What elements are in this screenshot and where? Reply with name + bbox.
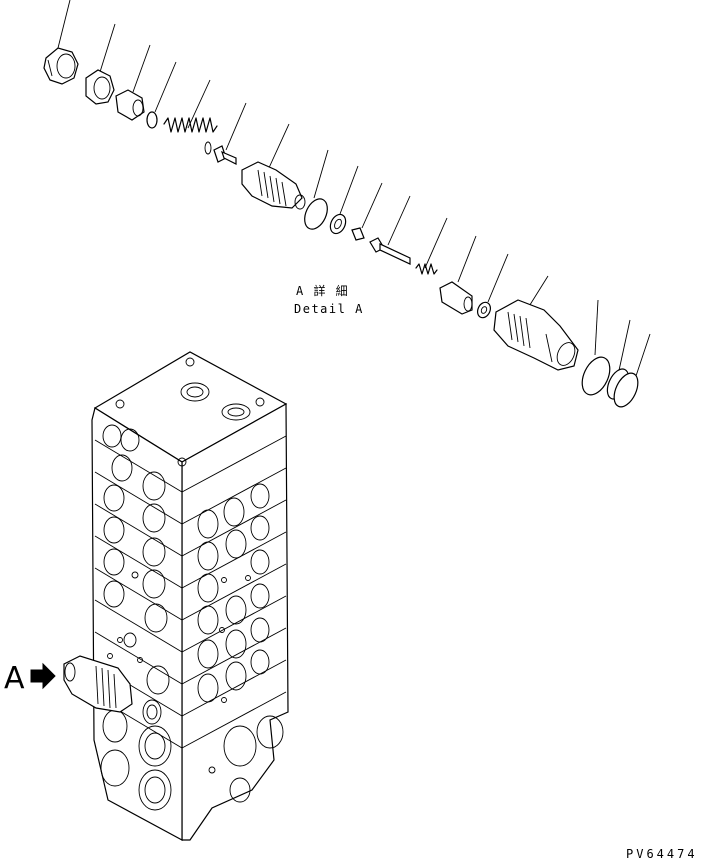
leader-line-9 xyxy=(339,165,359,215)
part-o-ring xyxy=(304,198,328,230)
leader-line-13 xyxy=(457,235,477,283)
right-face-sections xyxy=(181,435,287,749)
part-plug-body xyxy=(493,299,579,371)
valve-cartridge-location-a xyxy=(63,655,162,725)
control-valve-block xyxy=(63,351,289,842)
leader-line-12 xyxy=(424,217,448,269)
part-plunger xyxy=(439,281,473,315)
part-backup-ring xyxy=(329,213,347,235)
leader-line-7 xyxy=(267,123,290,171)
right-face-ports xyxy=(197,483,284,803)
part-o-ring-large xyxy=(581,356,611,396)
leader-line-14 xyxy=(487,253,509,303)
leader-line-6 xyxy=(225,102,247,151)
detail-label-jp: A 詳 細 xyxy=(296,283,349,298)
leader-line-8 xyxy=(313,149,329,199)
view-marker-letter: A xyxy=(4,661,25,696)
top-port-1 xyxy=(180,382,210,402)
leader-line-17 xyxy=(617,319,631,376)
left-face-ports xyxy=(100,424,172,811)
arrow-right-icon xyxy=(30,662,56,690)
leader-line-5 xyxy=(187,79,211,129)
part-valve-body xyxy=(241,161,306,210)
part-piston-rod xyxy=(369,237,411,265)
part-sleeve xyxy=(115,89,145,121)
detail-label-en: Detail A xyxy=(294,302,364,316)
part-poppet xyxy=(213,145,237,165)
drawing-code: PV64474 xyxy=(626,847,698,861)
part-small-poppet xyxy=(351,227,365,241)
leader-line-1 xyxy=(57,0,71,49)
part-o-ring-end xyxy=(613,372,639,408)
leader-line-3 xyxy=(132,44,151,93)
leader-line-11 xyxy=(387,195,411,246)
leader-line-15 xyxy=(527,275,549,309)
part-spring xyxy=(163,117,218,155)
leader-line-4 xyxy=(154,61,177,113)
leader-line-18 xyxy=(633,333,651,383)
part-hex-nut xyxy=(43,47,79,85)
exploded-parts xyxy=(43,47,639,408)
valve-left-face xyxy=(91,407,183,842)
part-spring-small xyxy=(415,263,438,275)
part-washer xyxy=(476,301,492,319)
top-port-2 xyxy=(221,403,251,421)
part-o-ring-small xyxy=(146,111,158,129)
leader-lines xyxy=(57,0,651,383)
leader-line-16 xyxy=(594,299,599,356)
part-nut xyxy=(85,69,115,105)
leader-line-10 xyxy=(361,182,383,229)
leader-line-2 xyxy=(99,23,116,73)
